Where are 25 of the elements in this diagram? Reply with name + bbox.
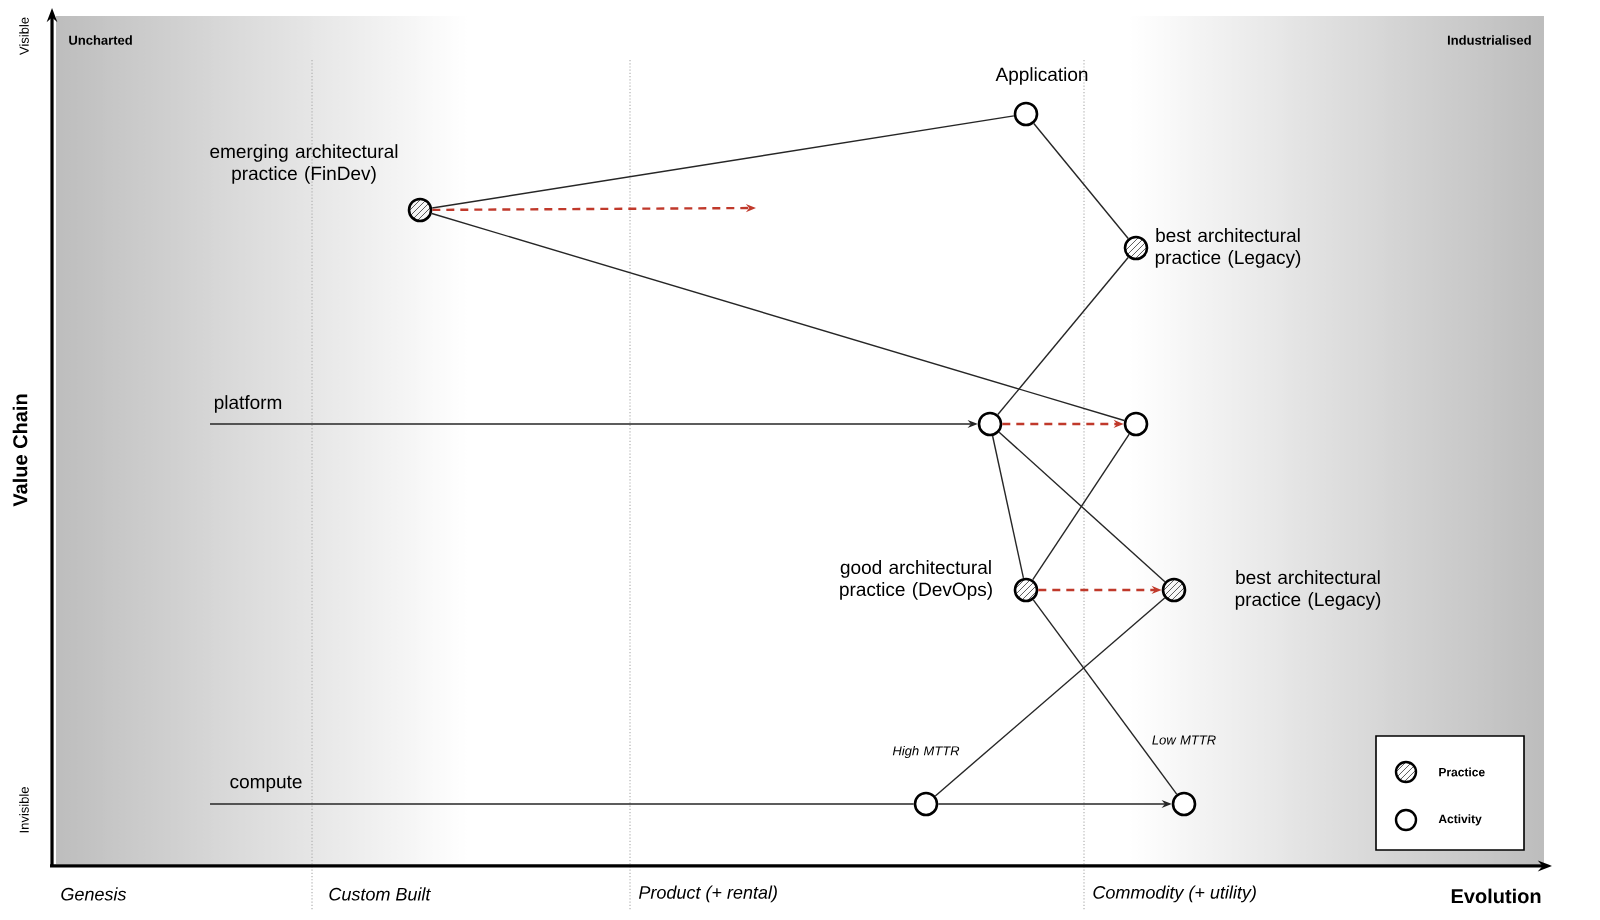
dependency-line (934, 597, 1166, 797)
evolution-line (209, 803, 915, 805)
axis-title: Value Chain (12, 394, 28, 507)
component-label: compute (230, 775, 302, 793)
dependency-line (1032, 433, 1130, 581)
axis-title: Evolution (1451, 888, 1541, 904)
dependency-line (1033, 122, 1129, 240)
dependency-line (1032, 599, 1178, 795)
dependency-line (997, 256, 1129, 416)
component-label: good architectural practice (DevOps) (840, 560, 992, 600)
component-label: platform (214, 395, 282, 413)
component-label: emerging architectural practice (FinDev) (210, 144, 398, 184)
component-label: best architectural practice (Legacy) (1155, 228, 1301, 268)
dependency-line (431, 115, 1015, 209)
activity-marker (977, 411, 1003, 437)
stage-label: Product (+ rental) (639, 885, 777, 903)
dependency-line (431, 212, 1125, 422)
component-label: Application (995, 67, 1088, 85)
stage-label: Custom Built (329, 887, 432, 901)
dependency-line (991, 435, 1025, 579)
stage-label: Genesis (61, 887, 127, 901)
activity-marker (1123, 411, 1149, 437)
stage-label: Commodity (+ utility) (1093, 885, 1256, 903)
dependency-line (998, 431, 1166, 583)
component-label: best architectural practice (Legacy) (1235, 570, 1381, 610)
